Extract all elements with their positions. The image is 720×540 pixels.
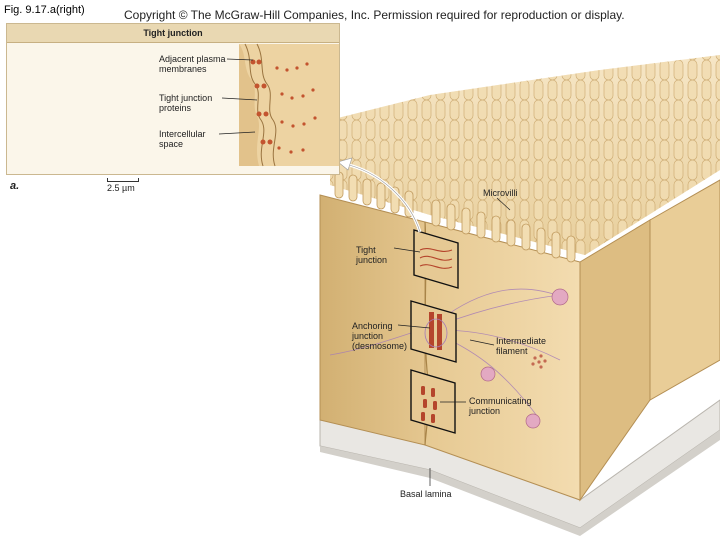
label-intermediate-filament: Intermediate filament: [496, 336, 547, 356]
label-adjacent-plasma-membranes: Adjacent plasma membranes: [159, 54, 226, 74]
tight-junction-inset: Tight junction Adjacent plasma membranes…: [6, 23, 340, 175]
label-tight-junction: Tight junction: [356, 245, 388, 265]
label-intercellular-space: Intercellular space: [159, 129, 206, 149]
copyright-notice: Copyright © The McGraw-Hill Companies, I…: [124, 8, 625, 22]
right-cells: [579, 179, 720, 502]
panel-letter: a.: [10, 180, 20, 192]
label-basal-lamina: Basal lamina: [400, 489, 452, 499]
label-tight-junction-proteins: Tight junction proteins: [159, 93, 213, 113]
intermediate-filament-dots: [531, 354, 547, 369]
label-communicating-junction: Communicating junction: [469, 396, 532, 416]
microvilli-surface: [330, 55, 720, 255]
label-anchoring-junction: Anchoring junction (desmosome): [352, 321, 408, 351]
label-microvilli: Microvilli: [483, 188, 518, 198]
inset-illustration: [218, 43, 339, 167]
tight-junction-box: [413, 229, 459, 289]
inset-title: Tight junction: [7, 24, 339, 43]
anchoring-junction-box: [410, 300, 457, 363]
figure-tag: Fig. 9.17.a(right): [4, 4, 85, 16]
communicating-junction-box: [410, 369, 456, 434]
desmosome-plaques: [480, 288, 569, 429]
scale-label: 2.5 µm: [107, 183, 135, 193]
leader-lines: [393, 197, 511, 486]
left-cell: [319, 194, 426, 446]
scale-bar: [107, 178, 139, 182]
